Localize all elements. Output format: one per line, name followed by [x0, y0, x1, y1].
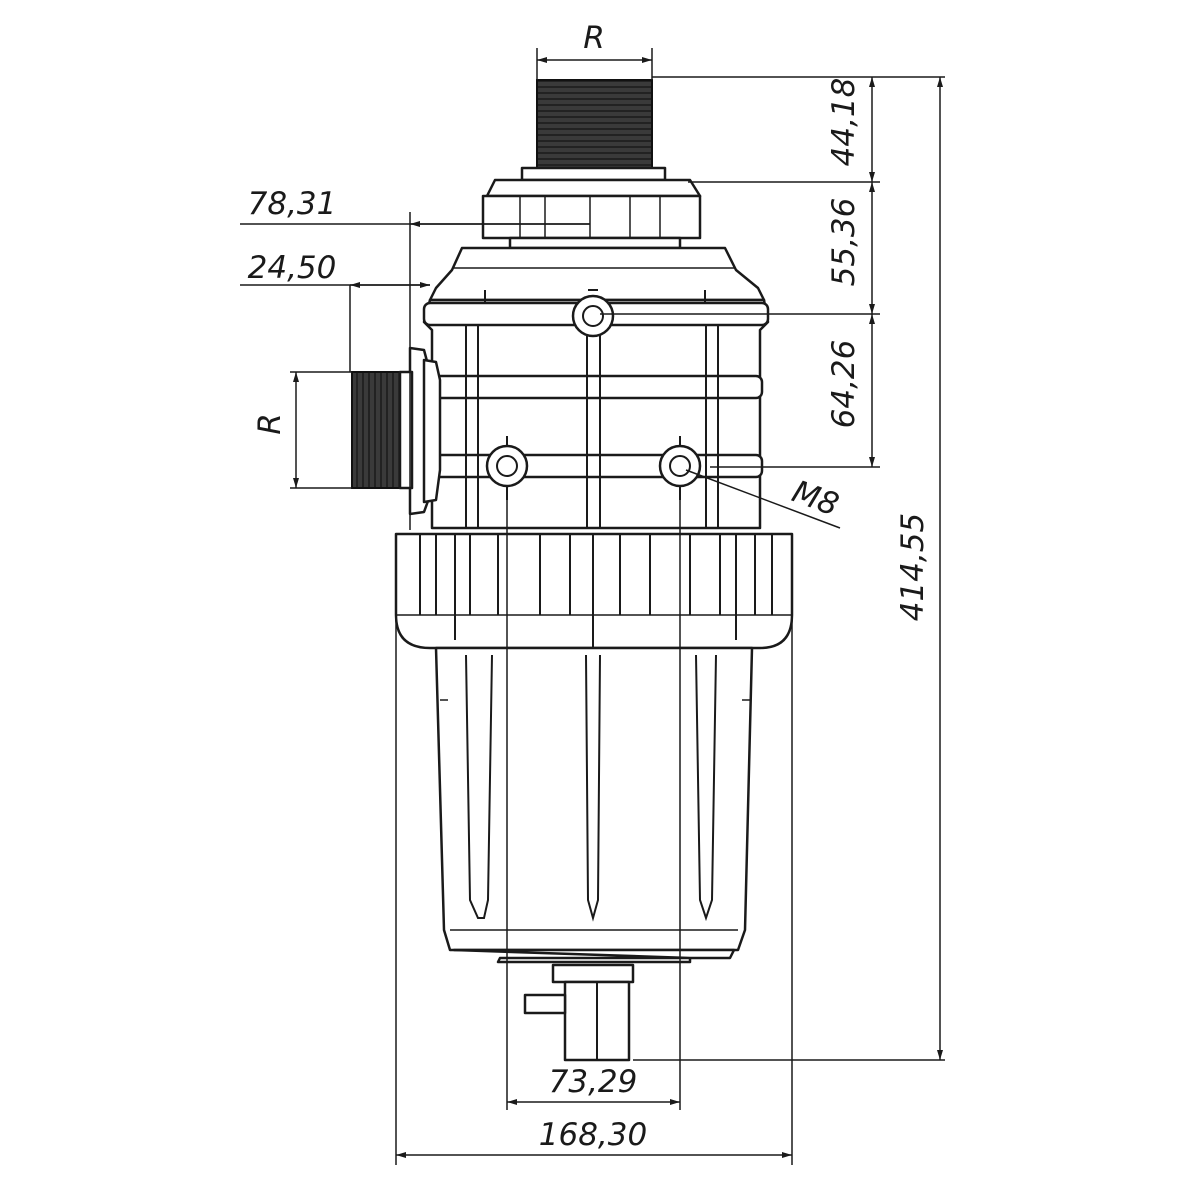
- top-bolt: [571, 289, 615, 338]
- head-dome: [428, 246, 766, 302]
- filter-body: [351, 79, 794, 1062]
- height-64-label: 64,26: [826, 340, 862, 429]
- height-55-label: 55,36: [826, 198, 862, 287]
- height-44-label: 44,18: [826, 78, 862, 167]
- clamp-ring: [394, 532, 794, 650]
- side-thread-label: R: [252, 413, 288, 435]
- top-thread-label: R: [583, 20, 605, 56]
- top-thread-outlet: [536, 79, 653, 169]
- total-width-label: 168,30: [539, 1117, 647, 1153]
- drain-valve: [523, 963, 635, 1062]
- mount-spacing-label: 73,29: [549, 1064, 638, 1100]
- bolt-label: M8: [787, 474, 843, 524]
- side-inlet: [351, 346, 442, 516]
- top-nut: [481, 194, 702, 240]
- dimension-labels: R 78,31 24,50 R 44,18 55,36 64,26 414,55…: [248, 20, 931, 1153]
- filter-bowl: [434, 646, 754, 964]
- offset-78-label: 78,31: [248, 186, 337, 222]
- dimension-lines: [240, 48, 945, 1165]
- total-height-label: 414,55: [895, 513, 931, 621]
- offset-24-label: 24,50: [248, 250, 337, 286]
- side-thread: [351, 371, 408, 489]
